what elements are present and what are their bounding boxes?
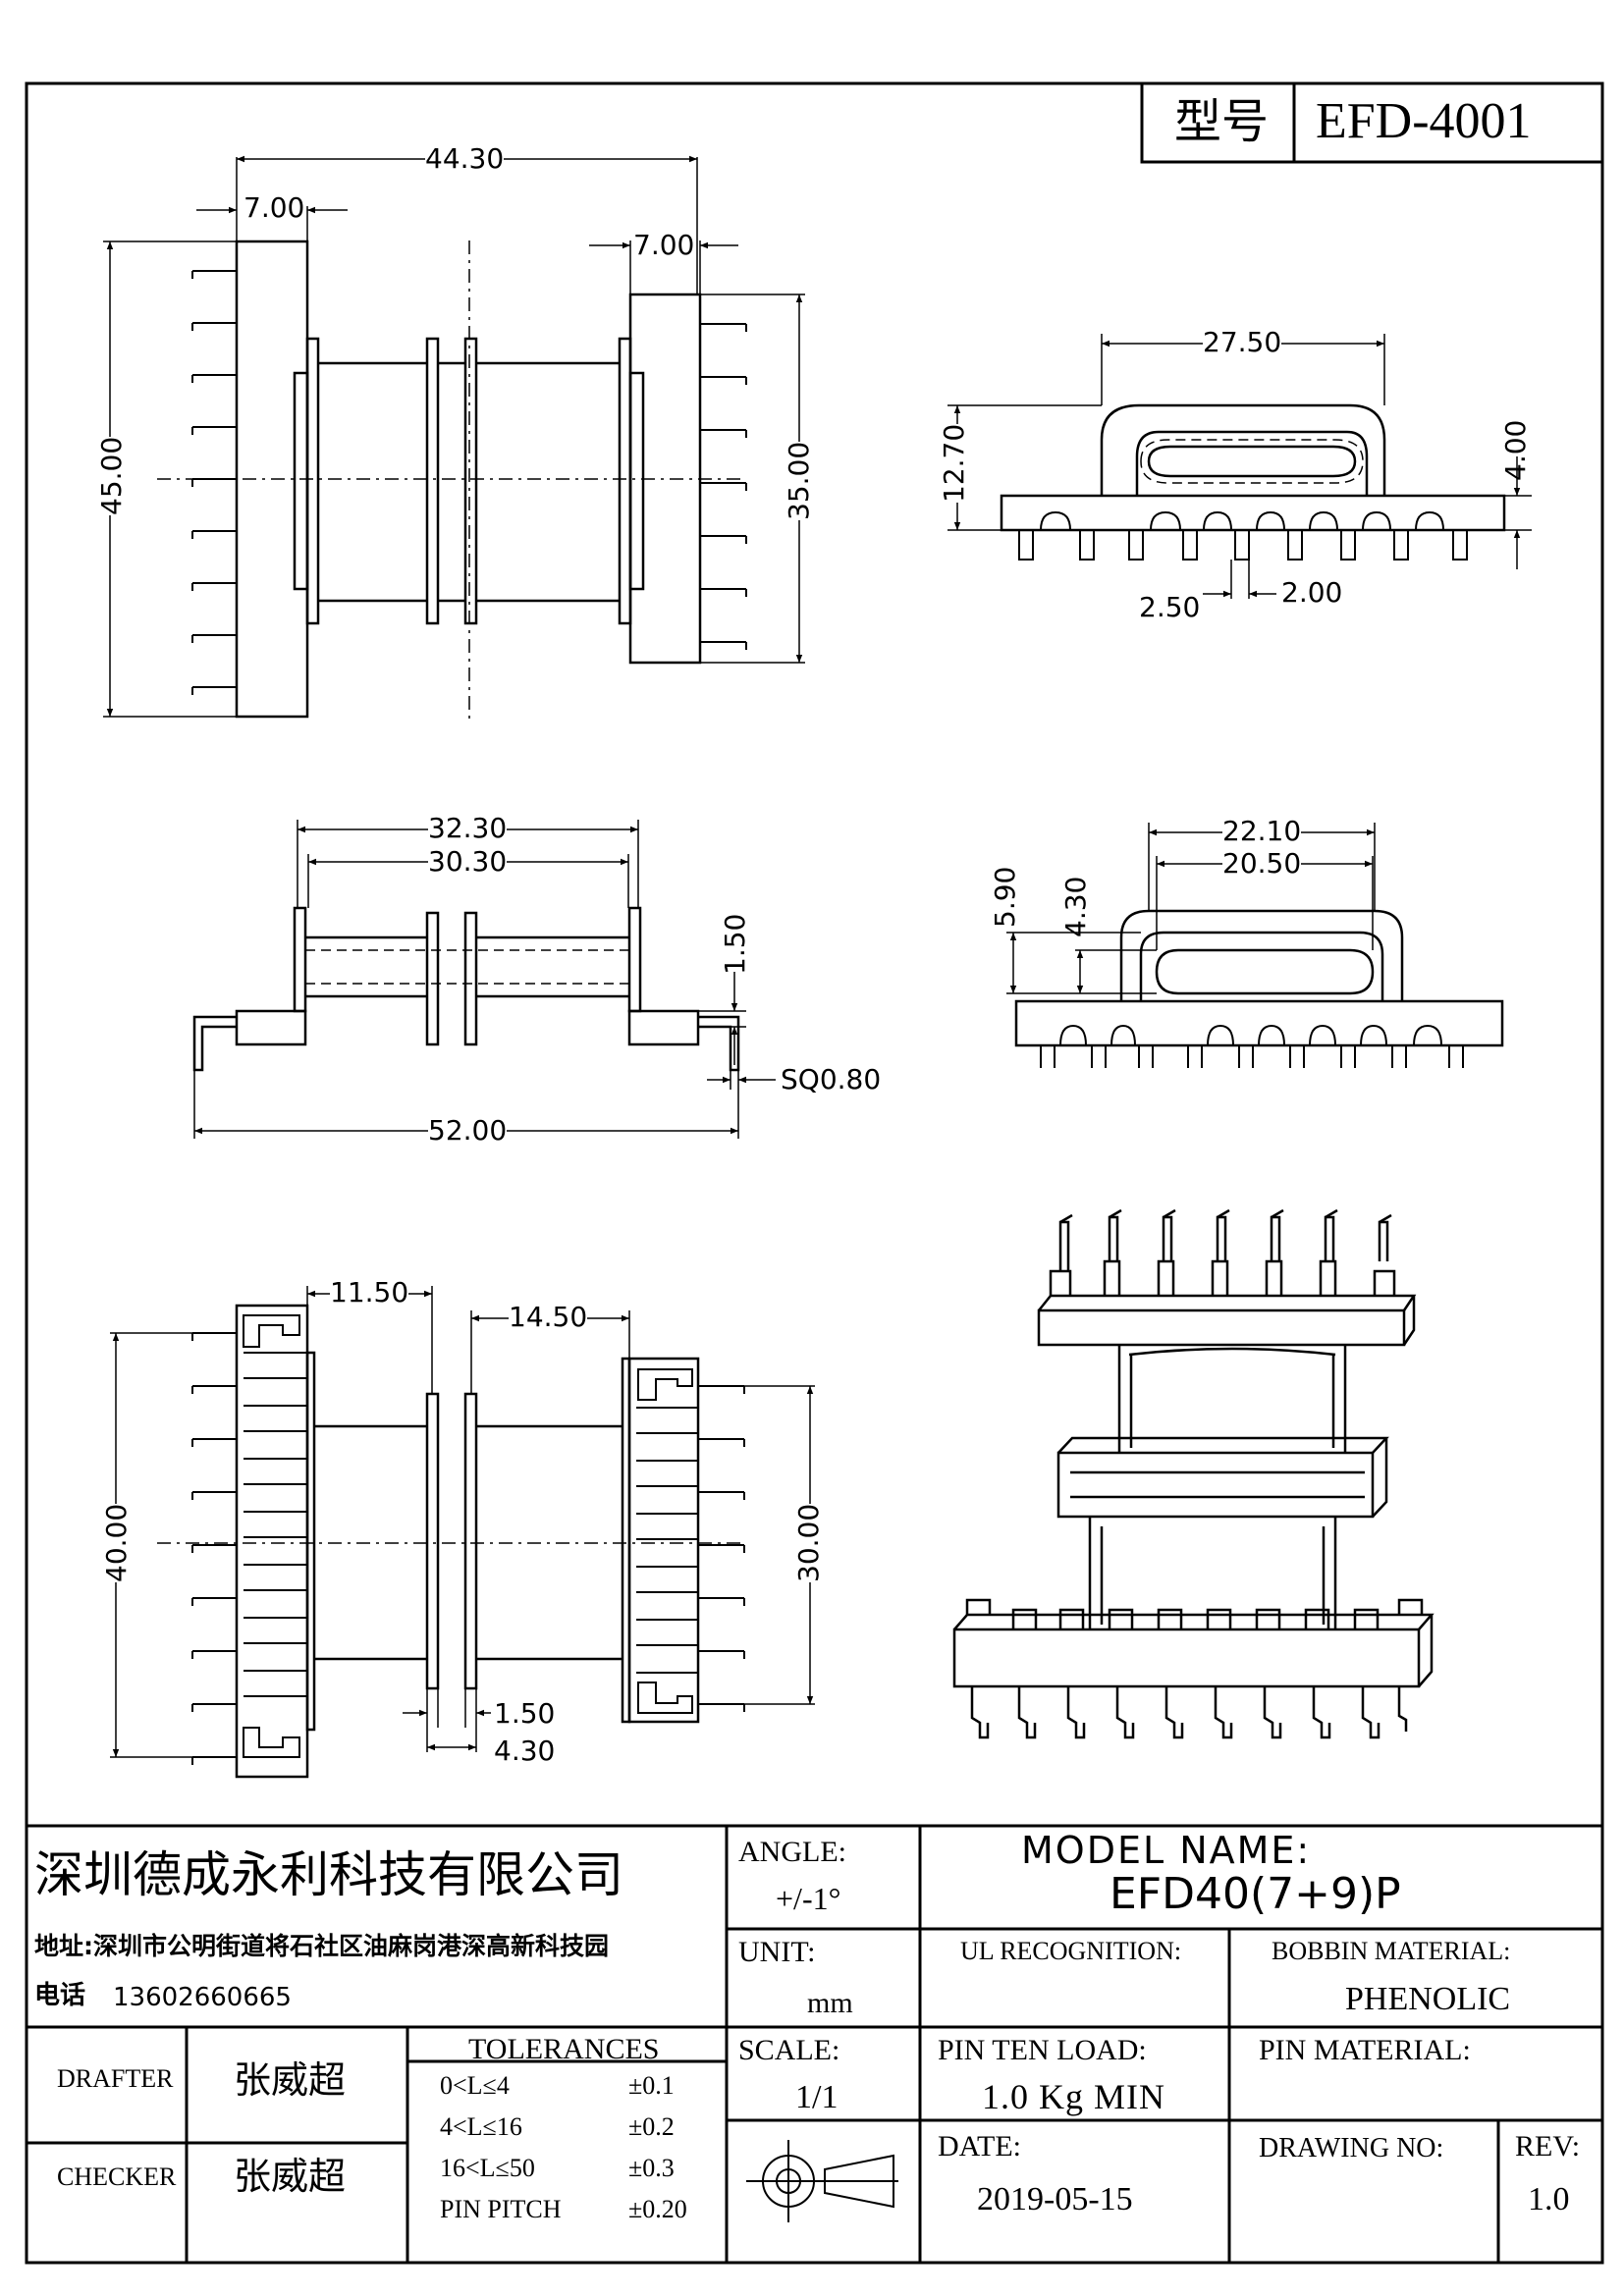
- side-view: [1000, 403, 1506, 561]
- tolerance-range: 0<L≤4: [440, 2071, 510, 2100]
- model-header-box: [1140, 83, 1602, 164]
- dim-front-outer: 32.30: [428, 812, 508, 844]
- date-value: 2019-05-15: [977, 2181, 1133, 2217]
- dim-side-width: 27.50: [1203, 326, 1282, 358]
- front-view: [192, 906, 740, 1072]
- dim-flange-right: 7.00: [633, 229, 695, 261]
- scale-label: SCALE:: [738, 2034, 840, 2066]
- rev-value-cell: 1.0: [1500, 2169, 1600, 2261]
- dim-end-inner: 20.50: [1222, 847, 1302, 880]
- dim-height-left: 45.00: [95, 436, 128, 515]
- title-block-grid: [27, 1824, 1602, 2263]
- dim-height-right: 35.00: [783, 441, 815, 520]
- tolerance-range: 16<L≤50: [440, 2154, 535, 2182]
- bottom-view: [157, 1304, 746, 1779]
- pin-material-label: PIN MATERIAL:: [1259, 2034, 1471, 2066]
- dim-end-inner-height: 4.30: [1059, 876, 1092, 937]
- projection-symbol: [746, 2140, 898, 2222]
- bobbin-material-value: PHENOLIC: [1345, 1981, 1511, 2017]
- tolerance-value: ±0.1: [628, 2071, 675, 2100]
- drafter-name: 张威超: [234, 2058, 347, 2102]
- date-label: DATE:: [938, 2130, 1021, 2163]
- checker-label: CHECKER: [57, 2163, 177, 2191]
- pin-ten-load-value: 1.0 Kg MIN: [982, 2077, 1165, 2116]
- isometric-view: [952, 1208, 1435, 1739]
- dim-left-offset: 11.50: [330, 1276, 409, 1308]
- bottom-view-dimensions: [110, 1286, 815, 1758]
- phone-number: 13602660665: [113, 1983, 292, 2012]
- angle-label: ANGLE:: [738, 1836, 846, 1868]
- dim-bottom-height-left: 40.00: [100, 1503, 133, 1582]
- tolerance-range: PIN PITCH: [440, 2195, 562, 2223]
- dim-pin-width: 2.00: [1281, 576, 1343, 609]
- tolerances-label: TOLERANCES: [468, 2033, 660, 2065]
- ul-recognition-label: UL RECOGNITION:: [960, 1937, 1182, 1965]
- dim-pin-square: SQ0.80: [781, 1063, 882, 1095]
- dim-slot-gap: 1.50: [494, 1697, 556, 1730]
- dim-side-height: 12.70: [938, 423, 970, 503]
- end-view: [1014, 909, 1504, 1068]
- dim-end-outer: 22.10: [1222, 815, 1302, 847]
- dim-side-depth: 4.00: [1499, 419, 1532, 481]
- rev-value: 1.0: [1528, 2181, 1570, 2217]
- scale-value: 1/1: [795, 2079, 839, 2115]
- top-view: [157, 240, 747, 721]
- drafter-label: DRAFTER: [57, 2064, 174, 2093]
- dim-end-outer-height: 5.90: [989, 866, 1021, 928]
- company-name: 深圳德成永利科技有限公司: [34, 1846, 623, 1903]
- unit-value: mm: [807, 1987, 853, 2019]
- model-name-label: MODEL NAME:: [1021, 1829, 1312, 1872]
- model-label: 型号: [1174, 94, 1270, 149]
- unit-label: UNIT:: [738, 1936, 816, 1968]
- company-address: 地址:深圳市公明街道将石社区油麻岗港深高新科技园: [34, 1932, 609, 1960]
- pin-ten-load-label: PIN TEN LOAD:: [938, 2034, 1147, 2066]
- tolerance-range: 4<L≤16: [440, 2112, 522, 2141]
- dim-overall-span: 52.00: [428, 1114, 508, 1147]
- dim-front-inner: 30.30: [428, 845, 508, 878]
- model-value: EFD-4001: [1316, 93, 1532, 149]
- rev-label: REV:: [1515, 2130, 1581, 2163]
- drawing-no-label: DRAWING NO:: [1259, 2133, 1444, 2163]
- phone-label: 电话: [34, 1981, 86, 2010]
- tolerance-value: ±0.2: [628, 2112, 675, 2141]
- angle-value: +/-1°: [776, 1881, 841, 1916]
- model-name-value: EFD40(7+9)P: [1110, 1869, 1401, 1919]
- date-value-cell: 2019-05-15: [923, 2169, 1227, 2261]
- dim-flange-left: 7.00: [244, 191, 305, 224]
- dim-bottom-height-right: 30.00: [792, 1503, 825, 1582]
- dim-front-flange: 1.50: [719, 913, 751, 975]
- tolerance-value: ±0.20: [628, 2195, 687, 2223]
- tolerance-table: 0<L≤4 ±0.1 4<L≤16 ±0.2 16<L≤50 ±0.3 PIN …: [410, 2063, 725, 2260]
- dim-pin-pitch: 2.50: [1139, 591, 1201, 623]
- dim-slot-width: 4.30: [494, 1735, 556, 1767]
- dim-right-offset: 14.50: [509, 1301, 588, 1333]
- checker-name: 张威超: [234, 2155, 347, 2198]
- tolerance-value: ±0.3: [628, 2154, 675, 2182]
- dim-overall-width: 44.30: [425, 142, 505, 175]
- sheet-border: [25, 81, 1604, 2265]
- bobbin-material-label: BOBBIN MATERIAL:: [1272, 1937, 1511, 1965]
